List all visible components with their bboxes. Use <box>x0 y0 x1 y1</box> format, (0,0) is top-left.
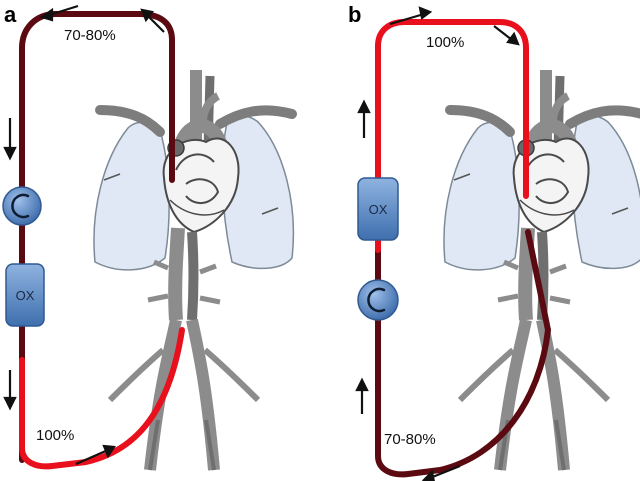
centrifugal-pump-icon <box>357 279 399 321</box>
saturation-top-b: 100% <box>426 34 464 51</box>
panel-b: b OX 100% 70-80% <box>348 2 640 481</box>
saturation-top-a: 70-80% <box>64 27 116 44</box>
oxygenator-icon: OX <box>5 263 45 327</box>
saturation-bottom-a: 100% <box>36 427 74 444</box>
anatomy-b <box>444 70 640 470</box>
venous-line-b <box>375 229 551 478</box>
panel-a: a OX 70-80% 100% <box>2 2 293 470</box>
centrifugal-pump-icon <box>2 186 42 226</box>
panel-letter-b: b <box>348 2 361 27</box>
anatomy-a <box>94 70 293 470</box>
oxygenator-icon: OX <box>357 177 399 241</box>
flow-arrow-icon <box>3 4 165 466</box>
arterial-line-b <box>375 19 529 253</box>
panel-letter-a: a <box>4 2 17 27</box>
oxygenator-label-a: OX <box>16 288 35 303</box>
saturation-bottom-b: 70-80% <box>384 431 436 448</box>
arterial-line-a <box>19 327 185 470</box>
oxygenator-label-b: OX <box>369 202 388 217</box>
venous-line-a <box>19 11 175 463</box>
flow-arrow-icon <box>355 6 520 481</box>
